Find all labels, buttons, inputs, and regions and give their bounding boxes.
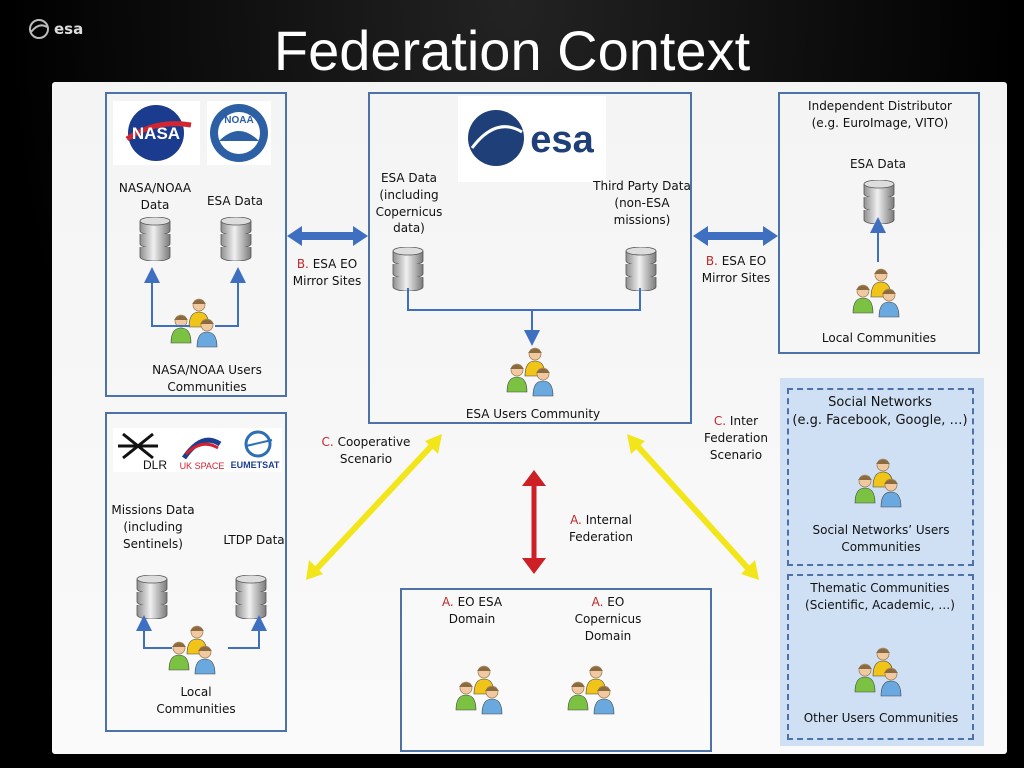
mirror-left-prefix: B. (296, 257, 309, 271)
internal-federation-prefix: A. (570, 513, 582, 527)
mirror-right-prefix: B. (705, 254, 718, 268)
ukspace-logo: UK SPACE (176, 428, 228, 472)
social-other-area (780, 378, 984, 746)
cooperative-text: Cooperative Scenario (337, 435, 411, 466)
eumetsat-logo-text: EUMETSAT (231, 460, 280, 470)
social-networks-label: Social Networks (e.g. Facebook, Google, … (792, 395, 968, 429)
mirror-right-text: ESA EO Mirror Sites (701, 254, 771, 285)
eo-copernicus-users-icon (562, 660, 626, 726)
esa-data-right-database-icon (862, 179, 896, 228)
local-communities-right-label: Local Communities (821, 331, 937, 345)
eo-domains-box (400, 588, 712, 752)
social-networks-users-label: Social Networks’ Users Communities (812, 523, 950, 554)
esa-data-right-label: ESA Data (849, 157, 907, 171)
nasa-noaa-box (105, 92, 287, 397)
esa-users-icon (501, 342, 565, 408)
eo-esa-prefix: A. (441, 595, 454, 609)
social-networks-users-icon (849, 453, 913, 519)
national-agencies-box (105, 412, 287, 732)
cooperative-scenario-label: C. Cooperative Scenario (318, 434, 414, 468)
inter-federation-prefix: C. (713, 414, 727, 428)
eo-copernicus-domain-label: A. EO Copernicus Domain (566, 594, 650, 644)
inter-federation-label: C. Inter Federation Scenario (695, 413, 777, 463)
nasa-noaa-users-icon (165, 293, 229, 359)
internal-federation-label: A. Internal Federation (560, 512, 642, 546)
inter-federation-text: Inter Federation Scenario (704, 414, 768, 462)
esa-data-left-database-icon (219, 216, 253, 265)
nasa-logo: NASA (113, 101, 200, 165)
cooperative-prefix: C. (321, 435, 334, 449)
ltdp-data-label: LTDP Data (223, 533, 285, 547)
third-party-data-label: Third Party Data (non-ESA missions) (593, 179, 691, 227)
esa-main-logo-text: esa (530, 119, 594, 161)
esa-header-logo: esa (28, 18, 83, 40)
noaa-logo: NOAA (207, 101, 271, 165)
esa-data-center-label: ESA Data (including Copernicus data) (375, 171, 443, 236)
mirror-sites-left-label: B. ESA EO Mirror Sites (286, 256, 368, 290)
local-communities-right-users-icon (847, 263, 911, 329)
esa-users-community-label: ESA Users Community (465, 407, 601, 421)
social-networks-box (787, 388, 974, 566)
eo-copernicus-prefix: A. (591, 595, 604, 609)
nasa-logo-text: NASA (132, 124, 180, 143)
eo-esa-domain-label: A. EO ESA Domain (430, 594, 514, 628)
nasa-noaa-users-label: NASA/NOAA Users Communities (152, 363, 262, 394)
mirror-sites-right-label: B. ESA EO Mirror Sites (694, 253, 778, 287)
internal-federation-text: Internal Federation (569, 513, 633, 544)
dlr-logo: DLR (113, 428, 176, 472)
page-title: Federation Context (273, 19, 751, 82)
eo-esa-users-icon (450, 660, 514, 726)
esa-header-brand: esa (54, 20, 84, 38)
esa-swirl-icon (29, 19, 49, 39)
independent-distributor-box (778, 92, 980, 354)
other-users-communities-label: Other Users Communities (803, 711, 959, 725)
local-communities-left-users-icon (163, 620, 227, 686)
thematic-users-icon (849, 642, 913, 708)
thematic-communities-box (787, 574, 974, 740)
eo-copernicus-text: EO Copernicus Domain (574, 595, 642, 643)
local-communities-left-label: Local Communities (156, 685, 236, 716)
esa-data-left-label: ESA Data (206, 194, 264, 208)
thematic-communities-label: Thematic Communities (Scientific, Academ… (805, 581, 955, 612)
dlr-logo-text: DLR (143, 458, 167, 472)
third-party-database-icon (624, 246, 658, 295)
mirror-left-text: ESA EO Mirror Sites (292, 257, 362, 288)
missions-data-label: Missions Data (including Sentinels) (111, 503, 195, 551)
eumetsat-logo: EUMETSAT (228, 428, 282, 472)
missions-database-icon (135, 574, 169, 623)
ltdp-database-icon (234, 574, 268, 623)
esa-main-logo: esa (458, 96, 606, 182)
esa-box (368, 92, 692, 424)
noaa-logo-text: NOAA (224, 115, 253, 126)
nasa-noaa-data-label: NASA/NOAA Data (118, 181, 192, 212)
ukspace-logo-text: UK SPACE (180, 461, 225, 471)
esa-data-center-database-icon (391, 246, 425, 295)
nasa-noaa-database-icon (138, 216, 172, 265)
eo-esa-text: EO ESA Domain (448, 595, 503, 626)
independent-distributor-label: Independent Distributor (e.g. EuroImage,… (808, 99, 952, 130)
